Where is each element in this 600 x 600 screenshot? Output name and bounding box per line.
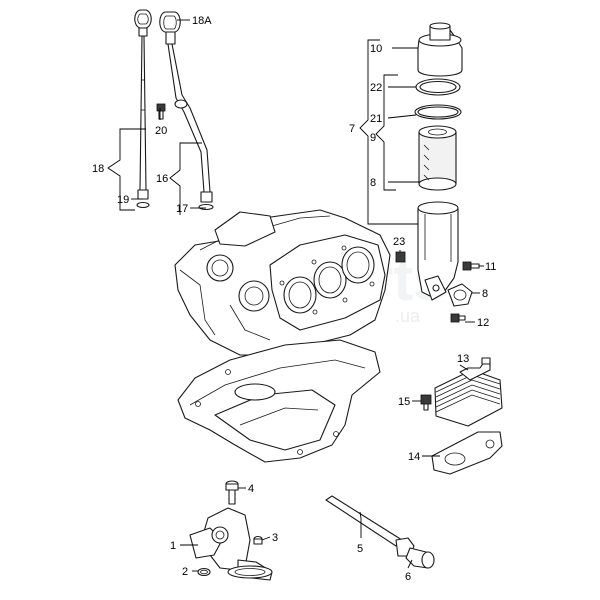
callout-8a: 8 <box>370 177 376 189</box>
dipstick-part <box>134 9 152 209</box>
oil-filter-housing <box>417 201 459 301</box>
gasket-8 <box>447 283 473 307</box>
callout-13: 13 <box>457 353 469 365</box>
callout-23: 23 <box>393 236 405 248</box>
seal-ring-21 <box>414 104 462 120</box>
leader-lines <box>131 19 484 572</box>
callout-12: 12 <box>477 317 489 329</box>
callout-20: 20 <box>155 125 167 137</box>
callout-6: 6 <box>405 571 411 583</box>
oil-pan <box>177 339 381 463</box>
callout-19: 19 <box>117 194 129 206</box>
callout-8b: 8 <box>482 288 488 300</box>
callout-7: 7 <box>349 123 355 135</box>
oil-cooler <box>434 357 503 427</box>
callout-10: 10 <box>370 43 382 55</box>
seal-ring-22 <box>415 78 461 96</box>
callout-3: 3 <box>272 532 278 544</box>
oil-level-sensor <box>325 495 435 569</box>
oil-filter-cap <box>417 22 463 77</box>
callout-5: 5 <box>357 543 363 555</box>
engine-block <box>174 209 391 356</box>
callout-17: 17 <box>176 203 188 215</box>
callout-16: 16 <box>156 173 168 185</box>
bolt-15 <box>420 394 432 411</box>
callout-1: 1 <box>170 540 176 552</box>
bolt-12 <box>450 313 466 323</box>
callout-18a: 18A <box>192 15 212 27</box>
callout-15: 15 <box>398 396 410 408</box>
callout-2: 2 <box>182 566 188 578</box>
bolt-20 <box>156 103 166 120</box>
bolt-4 <box>225 480 239 505</box>
gasket-14 <box>431 431 503 475</box>
callout-21: 21 <box>370 113 382 125</box>
group-brackets <box>107 39 418 225</box>
oil-filter-element <box>418 125 457 191</box>
callout-4: 4 <box>248 483 254 495</box>
o-ring-2 <box>197 567 211 577</box>
bolt-11 <box>462 261 480 271</box>
watermark-domain: .ua <box>395 306 421 326</box>
callout-9: 9 <box>370 132 376 144</box>
callout-11: 11 <box>485 261 496 273</box>
callout-18: 18 <box>92 163 104 175</box>
callout-22: 22 <box>370 82 382 94</box>
callout-14: 14 <box>408 451 420 463</box>
oil-pump <box>189 507 273 581</box>
callout-labels: 18A 20 18 19 16 17 10 22 21 7 9 8 23 11 … <box>92 15 496 583</box>
plug-23 <box>395 251 406 263</box>
pin-3 <box>253 535 263 545</box>
dipstick-guide-tube <box>159 11 214 211</box>
